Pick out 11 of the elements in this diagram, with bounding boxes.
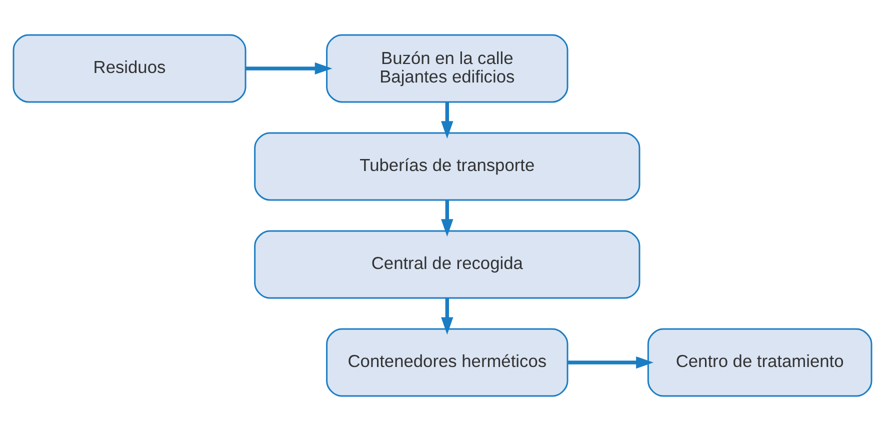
node-box: Tuberías de transporte	[254, 132, 640, 200]
node-box: Residuos	[12, 34, 246, 102]
arrow	[441, 102, 454, 138]
arrow	[568, 356, 654, 368]
node-box: Central de recogida	[254, 230, 640, 298]
node-box: Buzón en la calle Bajantes edificios	[326, 34, 568, 102]
node-box: Centro de tratamiento	[647, 328, 872, 396]
arrow	[441, 298, 454, 334]
arrow	[246, 62, 332, 74]
arrow	[441, 200, 454, 236]
node-box: Contenedores herméticos	[326, 328, 568, 396]
